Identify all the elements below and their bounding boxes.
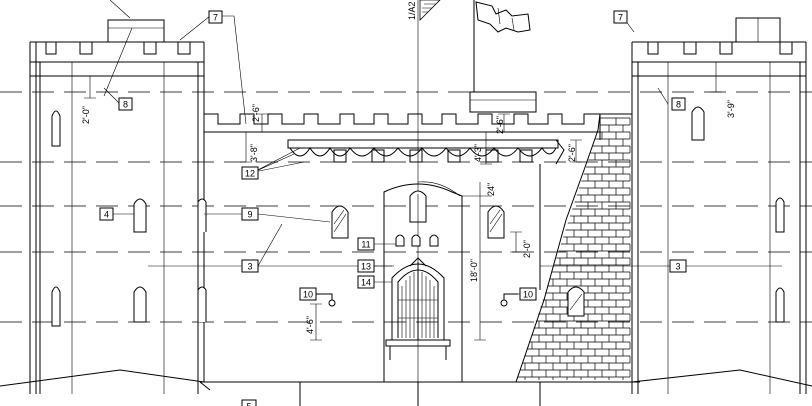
dim-gate-top: 24" bbox=[486, 183, 496, 196]
svg-text:7: 7 bbox=[213, 13, 218, 23]
right-tower bbox=[631, 17, 812, 394]
callout-tag: 8 bbox=[671, 97, 686, 111]
right-tower-windows bbox=[691, 106, 785, 323]
callout-tag: 4 bbox=[99, 207, 114, 221]
dim-window-sill: 2'-0" bbox=[522, 240, 532, 258]
svg-text:8: 8 bbox=[676, 100, 681, 110]
svg-text:11: 11 bbox=[361, 240, 370, 250]
flag bbox=[473, 0, 531, 92]
corbel-slots bbox=[333, 149, 533, 163]
svg-text:12: 12 bbox=[245, 169, 255, 179]
callout-tag: 3 bbox=[669, 259, 687, 273]
callout-tag: 11 bbox=[357, 237, 375, 251]
svg-text:5: 5 bbox=[246, 402, 251, 406]
gatehouse bbox=[383, 181, 463, 382]
svg-text:4: 4 bbox=[104, 210, 109, 220]
svg-text:14: 14 bbox=[361, 278, 371, 288]
dim-tower-left: 2'-0" bbox=[81, 106, 91, 124]
svg-text:8: 8 bbox=[123, 100, 128, 110]
dim-gate-height: 18'-0" bbox=[469, 259, 479, 282]
section-mark: 1/A2 bbox=[407, 0, 441, 21]
gate-small-windows bbox=[395, 234, 439, 247]
left-tower bbox=[0, 19, 207, 394]
dimension-lines bbox=[84, 61, 782, 341]
wall-lamps bbox=[316, 293, 518, 307]
left-tower-windows bbox=[51, 110, 207, 327]
svg-text:10: 10 bbox=[523, 290, 533, 300]
leader-lines bbox=[103, 0, 669, 295]
machicolation-parapet bbox=[287, 139, 565, 165]
callout-tag: 7 bbox=[613, 10, 628, 24]
callout-tag: 13 bbox=[357, 259, 375, 273]
callout-tag: 10 bbox=[519, 287, 537, 301]
dim-upper-merlon: 2'-6" bbox=[495, 116, 505, 134]
svg-text:9: 9 bbox=[247, 210, 252, 220]
callout-tags: 7 7 8 8 4 9 3 3 bbox=[99, 10, 687, 406]
callout-tag: 5 bbox=[241, 399, 257, 406]
callout-tag: 14 bbox=[357, 275, 375, 289]
dim-wall-merlon: 2'-6" bbox=[251, 104, 261, 122]
dimension-labels: 2'-0" 3'-9" 2'-6" 3'-8" 2'-6" 4'-3" 2'-6… bbox=[81, 100, 736, 334]
section-mark-label: 1/A2 bbox=[407, 1, 417, 20]
svg-text:10: 10 bbox=[303, 290, 313, 300]
wall-window-right bbox=[487, 205, 505, 239]
curtain-wall bbox=[199, 132, 640, 406]
svg-text:3: 3 bbox=[247, 262, 252, 272]
callout-tag: 12 bbox=[241, 166, 259, 180]
svg-text:13: 13 bbox=[361, 262, 371, 272]
gate-upper-window bbox=[409, 190, 427, 223]
callout-tag: 3 bbox=[241, 259, 259, 273]
dim-wall-crenel: 3'-8" bbox=[249, 144, 259, 162]
gate-door bbox=[385, 257, 451, 360]
wall-windows bbox=[331, 205, 585, 317]
wall-window-left bbox=[331, 205, 349, 239]
callout-tag: 9 bbox=[241, 207, 259, 221]
svg-text:7: 7 bbox=[618, 13, 623, 23]
dim-upper-crenel: 4'-3" bbox=[473, 144, 483, 162]
callout-tag: 7 bbox=[208, 10, 223, 24]
callout-tag: 8 bbox=[118, 97, 133, 111]
dim-tower-right: 3'-9" bbox=[726, 100, 736, 118]
dim-corbel-right: 2'-6" bbox=[567, 144, 577, 162]
dim-lamp-height: 4'-6" bbox=[305, 316, 315, 334]
svg-text:3: 3 bbox=[675, 262, 680, 272]
upper-battlement bbox=[203, 91, 601, 140]
callout-tag: 10 bbox=[299, 287, 317, 301]
brick-window bbox=[567, 286, 585, 317]
